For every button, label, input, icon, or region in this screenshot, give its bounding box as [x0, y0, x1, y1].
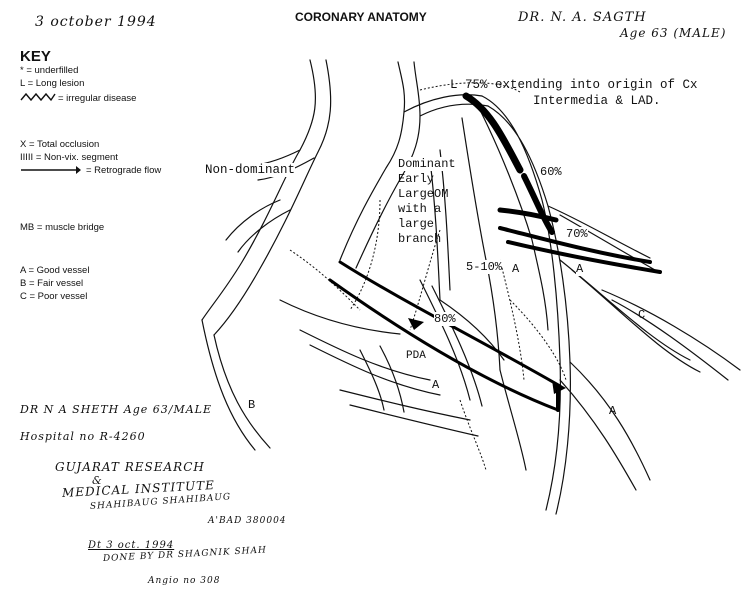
- non-dominant-label: Non-dominant: [205, 163, 295, 177]
- pda-label: PDA: [406, 350, 426, 362]
- dominant-label-line4: with a: [398, 202, 441, 216]
- vessel-grade-a-4: A: [609, 404, 616, 418]
- stenosis-60: 60%: [540, 165, 562, 179]
- vessel-grade-a-2: A: [576, 262, 583, 276]
- dominant-label-line2: Early: [398, 172, 434, 186]
- footer-address-2: A'BAD 380004: [208, 516, 287, 526]
- footer-date: Dt 3 oct. 1994: [88, 540, 174, 551]
- vessel-grade-a-3: A: [432, 378, 439, 392]
- lesion-main: [466, 96, 520, 170]
- footer-patient: DR N A SHETH Age 63/MALE: [20, 403, 212, 416]
- lesion-note-cont: Intermedia & LAD.: [533, 94, 661, 108]
- vessel-grade-b: B: [248, 398, 255, 412]
- footer-hospital-no: Hospital no R-4260: [20, 430, 146, 443]
- stenosis-70: 70%: [566, 227, 588, 241]
- dominant-label-line1: Dominant: [398, 157, 456, 171]
- retrograde-arrow-1: [408, 318, 424, 330]
- stenosis-5-10: 5-10%: [466, 260, 502, 274]
- rca-vessel: [202, 60, 331, 335]
- stenosis-80: 80%: [434, 312, 456, 326]
- lesion-note: L 75% extending into origin of Cx: [450, 78, 698, 92]
- dominant-label-line3: LargeOM: [398, 187, 448, 201]
- vessel-grade-c: C: [638, 308, 645, 322]
- dominant-label-line5: large: [398, 217, 434, 231]
- footer-angio-no: Angio no 308: [148, 576, 220, 586]
- dominant-label-line6: branch: [398, 232, 441, 246]
- vessel-grade-a-1: A: [512, 262, 519, 276]
- retrograde-band-lower: [330, 280, 558, 410]
- footer-institute-1: GUJARAT RESEARCH: [55, 460, 205, 474]
